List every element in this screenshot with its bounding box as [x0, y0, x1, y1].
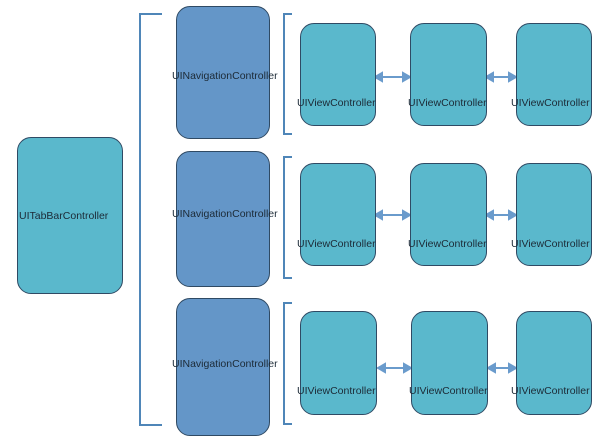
row-3-bracket: [283, 302, 292, 425]
row-2-arrows: [372, 209, 519, 221]
navigation-controller-box-2: [176, 151, 270, 287]
navigation-controller-box-1: [176, 6, 270, 139]
view-controller-box-r2-2: [410, 163, 487, 266]
view-controller-label-r2-2: UIViewController: [408, 238, 487, 250]
view-controller-label-r2-3: UIViewController: [511, 238, 590, 250]
tab-bar-controller-label: UITabBarController: [19, 210, 109, 222]
row-3-arrows: [375, 362, 519, 374]
navigation-controller-box-3: [176, 298, 270, 436]
view-controller-label-r2-1: UIViewController: [297, 238, 376, 250]
view-controller-label-r3-3: UIViewController: [511, 385, 590, 397]
view-controller-label-r1-1: UIViewController: [297, 97, 376, 109]
view-controller-box-r1-1: [300, 23, 376, 126]
view-controller-box-r3-2: [411, 311, 488, 415]
row-1-arrows: [372, 71, 519, 83]
row-2-bracket: [283, 156, 292, 279]
view-controller-label-r1-2: UIViewController: [408, 97, 487, 109]
view-controller-box-r3-1: [300, 311, 377, 415]
root-bracket: [139, 13, 162, 426]
view-controller-box-r2-3: [516, 163, 592, 266]
view-controller-label-r1-3: UIViewController: [511, 97, 590, 109]
navigation-controller-label-2: UINavigationController: [172, 208, 278, 220]
tab-bar-controller-box: [17, 137, 123, 294]
view-controller-box-r1-2: [410, 23, 487, 126]
view-controller-box-r2-1: [300, 163, 376, 266]
view-controller-box-r1-3: [516, 23, 592, 126]
navigation-controller-label-1: UINavigationController: [172, 70, 278, 82]
view-controller-box-r3-3: [516, 311, 592, 415]
view-controller-label-r3-1: UIViewController: [297, 385, 376, 397]
navigation-controller-label-3: UINavigationController: [172, 358, 278, 370]
row-1-bracket: [283, 13, 292, 135]
view-controller-label-r3-2: UIViewController: [409, 385, 488, 397]
